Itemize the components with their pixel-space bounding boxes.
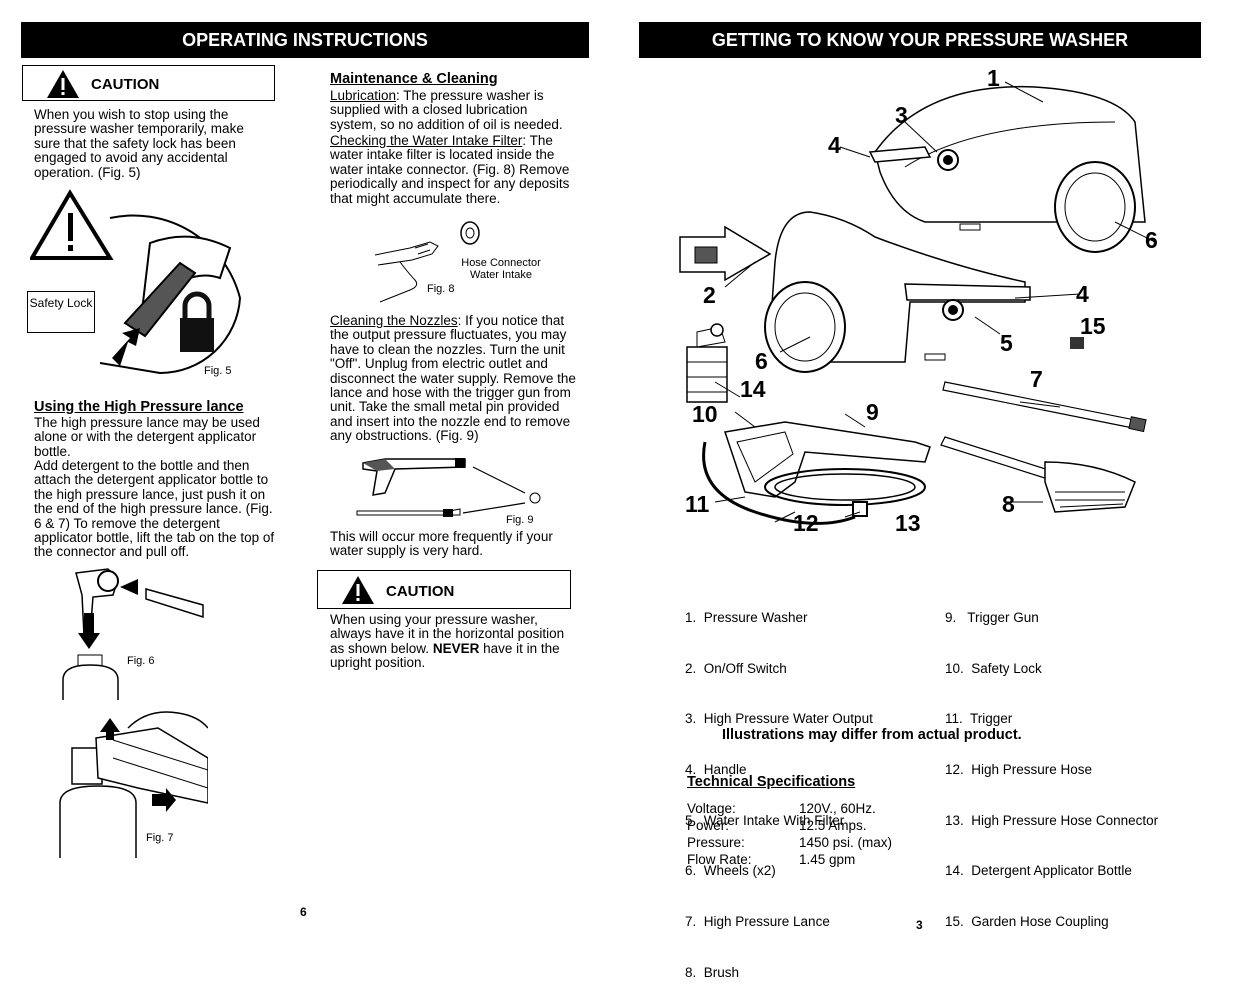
lubrication-text: : The pressure washer is supplied with a…: [330, 88, 563, 132]
fig5-caption: Fig. 5: [204, 365, 232, 377]
caution2-never: NEVER: [432, 640, 480, 656]
hard-water-text: This will occur more frequently if your …: [330, 529, 553, 559]
getting-to-know-banner: GETTING TO KNOW YOUR PRESSURE WASHER: [639, 22, 1201, 58]
lance-text-2: Add detergent to the bottle and then att…: [34, 458, 275, 560]
fig8-caption: Fig. 8: [427, 283, 455, 295]
spec-key: Flow Rate:: [687, 852, 752, 867]
spec-key: Voltage:: [687, 801, 736, 816]
spec-key: Power:: [687, 818, 730, 833]
lubrication-paragraph: Lubrication: The pressure washer is supp…: [330, 88, 575, 132]
spec-value: 1.45 gpm: [799, 852, 856, 867]
warning-triangle-icon: [47, 70, 79, 98]
page-number-left: 6: [300, 905, 307, 919]
maintenance-heading: Maintenance & Cleaning: [330, 71, 498, 87]
parts-list-col1: 1. Pressure Washer 2. On/Off Switch 3. H…: [685, 576, 873, 999]
callout-4: 4: [828, 132, 841, 158]
fig9-nozzle-cleaning-illustration: [356, 458, 541, 517]
callout-6b: 6: [755, 348, 768, 374]
callout-6: 6: [1145, 227, 1158, 253]
callout-3: 3: [895, 102, 908, 128]
caution1-text: When you wish to stop using the pressure…: [34, 107, 244, 180]
list-item: 10. Safety Lock: [945, 660, 1042, 676]
specs-row: Pressure: 1450 psi. (max): [687, 834, 892, 851]
callout-12: 12: [793, 510, 819, 536]
lance-text-1: The high pressure lance may be used alon…: [34, 415, 260, 459]
filter-label: Checking the Water Intake Filter: [330, 133, 523, 148]
nozzles-text: : If you notice that the output pressure…: [330, 313, 576, 444]
spec-value: 120V., 60Hz.: [799, 801, 876, 816]
caution2-tail: have it in the upright position.: [330, 640, 560, 671]
lance-heading: Using the High Pressure lance: [34, 399, 244, 415]
list-item: 1. Pressure Washer: [685, 609, 808, 625]
callout-10: 10: [692, 401, 718, 427]
page-number-right: 3: [916, 918, 923, 932]
fig9-caption: Fig. 9: [506, 514, 534, 526]
callout-1: 1: [987, 65, 1000, 91]
nozzles-paragraph: Cleaning the Nozzles: If you notice that…: [330, 313, 578, 444]
list-item: 3. High Pressure Water Output: [685, 711, 873, 727]
spec-value: 12.5 Amps.: [799, 818, 867, 833]
callout-11: 11: [685, 491, 710, 517]
operating-instructions-banner: OPERATING INSTRUCTIONS: [21, 22, 589, 58]
spec-value: 1450 psi. (max): [799, 835, 893, 850]
callout-7: 7: [1030, 366, 1043, 392]
caution-box-1: CAUTION: [22, 65, 275, 101]
list-item: 2. On/Off Switch: [685, 660, 787, 676]
filter-paragraph: Checking the Water Intake Filter: The wa…: [330, 133, 575, 206]
fig8-water-intake-illustration: [374, 221, 480, 303]
list-item: 13. High Pressure Hose Connector: [945, 812, 1159, 828]
filter-text: : The water intake filter is located ins…: [330, 133, 570, 206]
callout-14: 14: [740, 376, 766, 402]
list-item: 14. Detergent Applicator Bottle: [945, 863, 1132, 879]
callout-5: 5: [1000, 330, 1013, 356]
fig6-caption: Fig. 6: [127, 655, 155, 667]
specs-row: Voltage: 120V., 60Hz.: [687, 800, 892, 817]
list-item: 11. Trigger: [945, 711, 1013, 727]
specs-table: Voltage: 120V., 60Hz. Power: 12.5 Amps. Pr…: [687, 800, 892, 868]
specs-heading: Technical Specifications: [687, 774, 856, 790]
safety-lock-label-box: Safety Lock: [27, 291, 95, 333]
list-item: 12. High Pressure Hose: [945, 761, 1093, 777]
list-item: 9. Trigger Gun: [945, 609, 1039, 625]
callout-13: 13: [895, 510, 921, 536]
nozzles-label: Cleaning the Nozzles: [330, 313, 458, 328]
caution-label: CAUTION: [386, 583, 455, 600]
caution-label: CAUTION: [91, 76, 160, 93]
fig7-caption: Fig. 7: [146, 832, 174, 844]
safety-lock-label: Safety Lock: [29, 296, 93, 310]
warning-triangle-icon: [342, 576, 374, 604]
specs-row: Power: 12.5 Amps.: [687, 817, 892, 834]
callout-2: 2: [703, 282, 716, 308]
list-item: 4. Handle: [685, 761, 747, 777]
fig6-bottle-attach-illustration: [62, 568, 204, 700]
callout-15: 15: [1080, 313, 1106, 339]
lubrication-label: Lubrication: [330, 88, 397, 103]
list-item: 7. High Pressure Lance: [685, 914, 830, 930]
disclaimer: Illustrations may differ from actual pro…: [722, 727, 1022, 743]
list-item: 5. Water Intake With Filter: [685, 812, 845, 828]
caution2-body: When using your pressure washer, always …: [330, 612, 565, 656]
pressure-washer-parts-illustration: [679, 81, 1156, 525]
callout-4b: 4: [1076, 281, 1089, 307]
specs-row: Flow Rate: 1.45 gpm: [687, 851, 892, 868]
fig7-bottle-remove-illustration: [59, 711, 208, 858]
callout-9: 9: [866, 399, 879, 425]
list-item: 6. Wheels (x2): [685, 863, 776, 879]
caution2-text: When using your pressure washer, always …: [330, 612, 570, 671]
caution-box-2: CAUTION: [317, 570, 571, 609]
list-item: 15. Garden Hose Coupling: [945, 914, 1109, 930]
spec-key: Pressure:: [687, 835, 745, 850]
fig8-label: Hose Connector Water Intake: [461, 257, 541, 281]
list-item: 8. Brush: [685, 964, 740, 980]
callout-8: 8: [1002, 491, 1015, 517]
fig5-safety-lock-illustration: [30, 189, 242, 375]
parts-list-col2: 9. Trigger Gun 10. Safety Lock 11. Trigg…: [945, 576, 1158, 948]
